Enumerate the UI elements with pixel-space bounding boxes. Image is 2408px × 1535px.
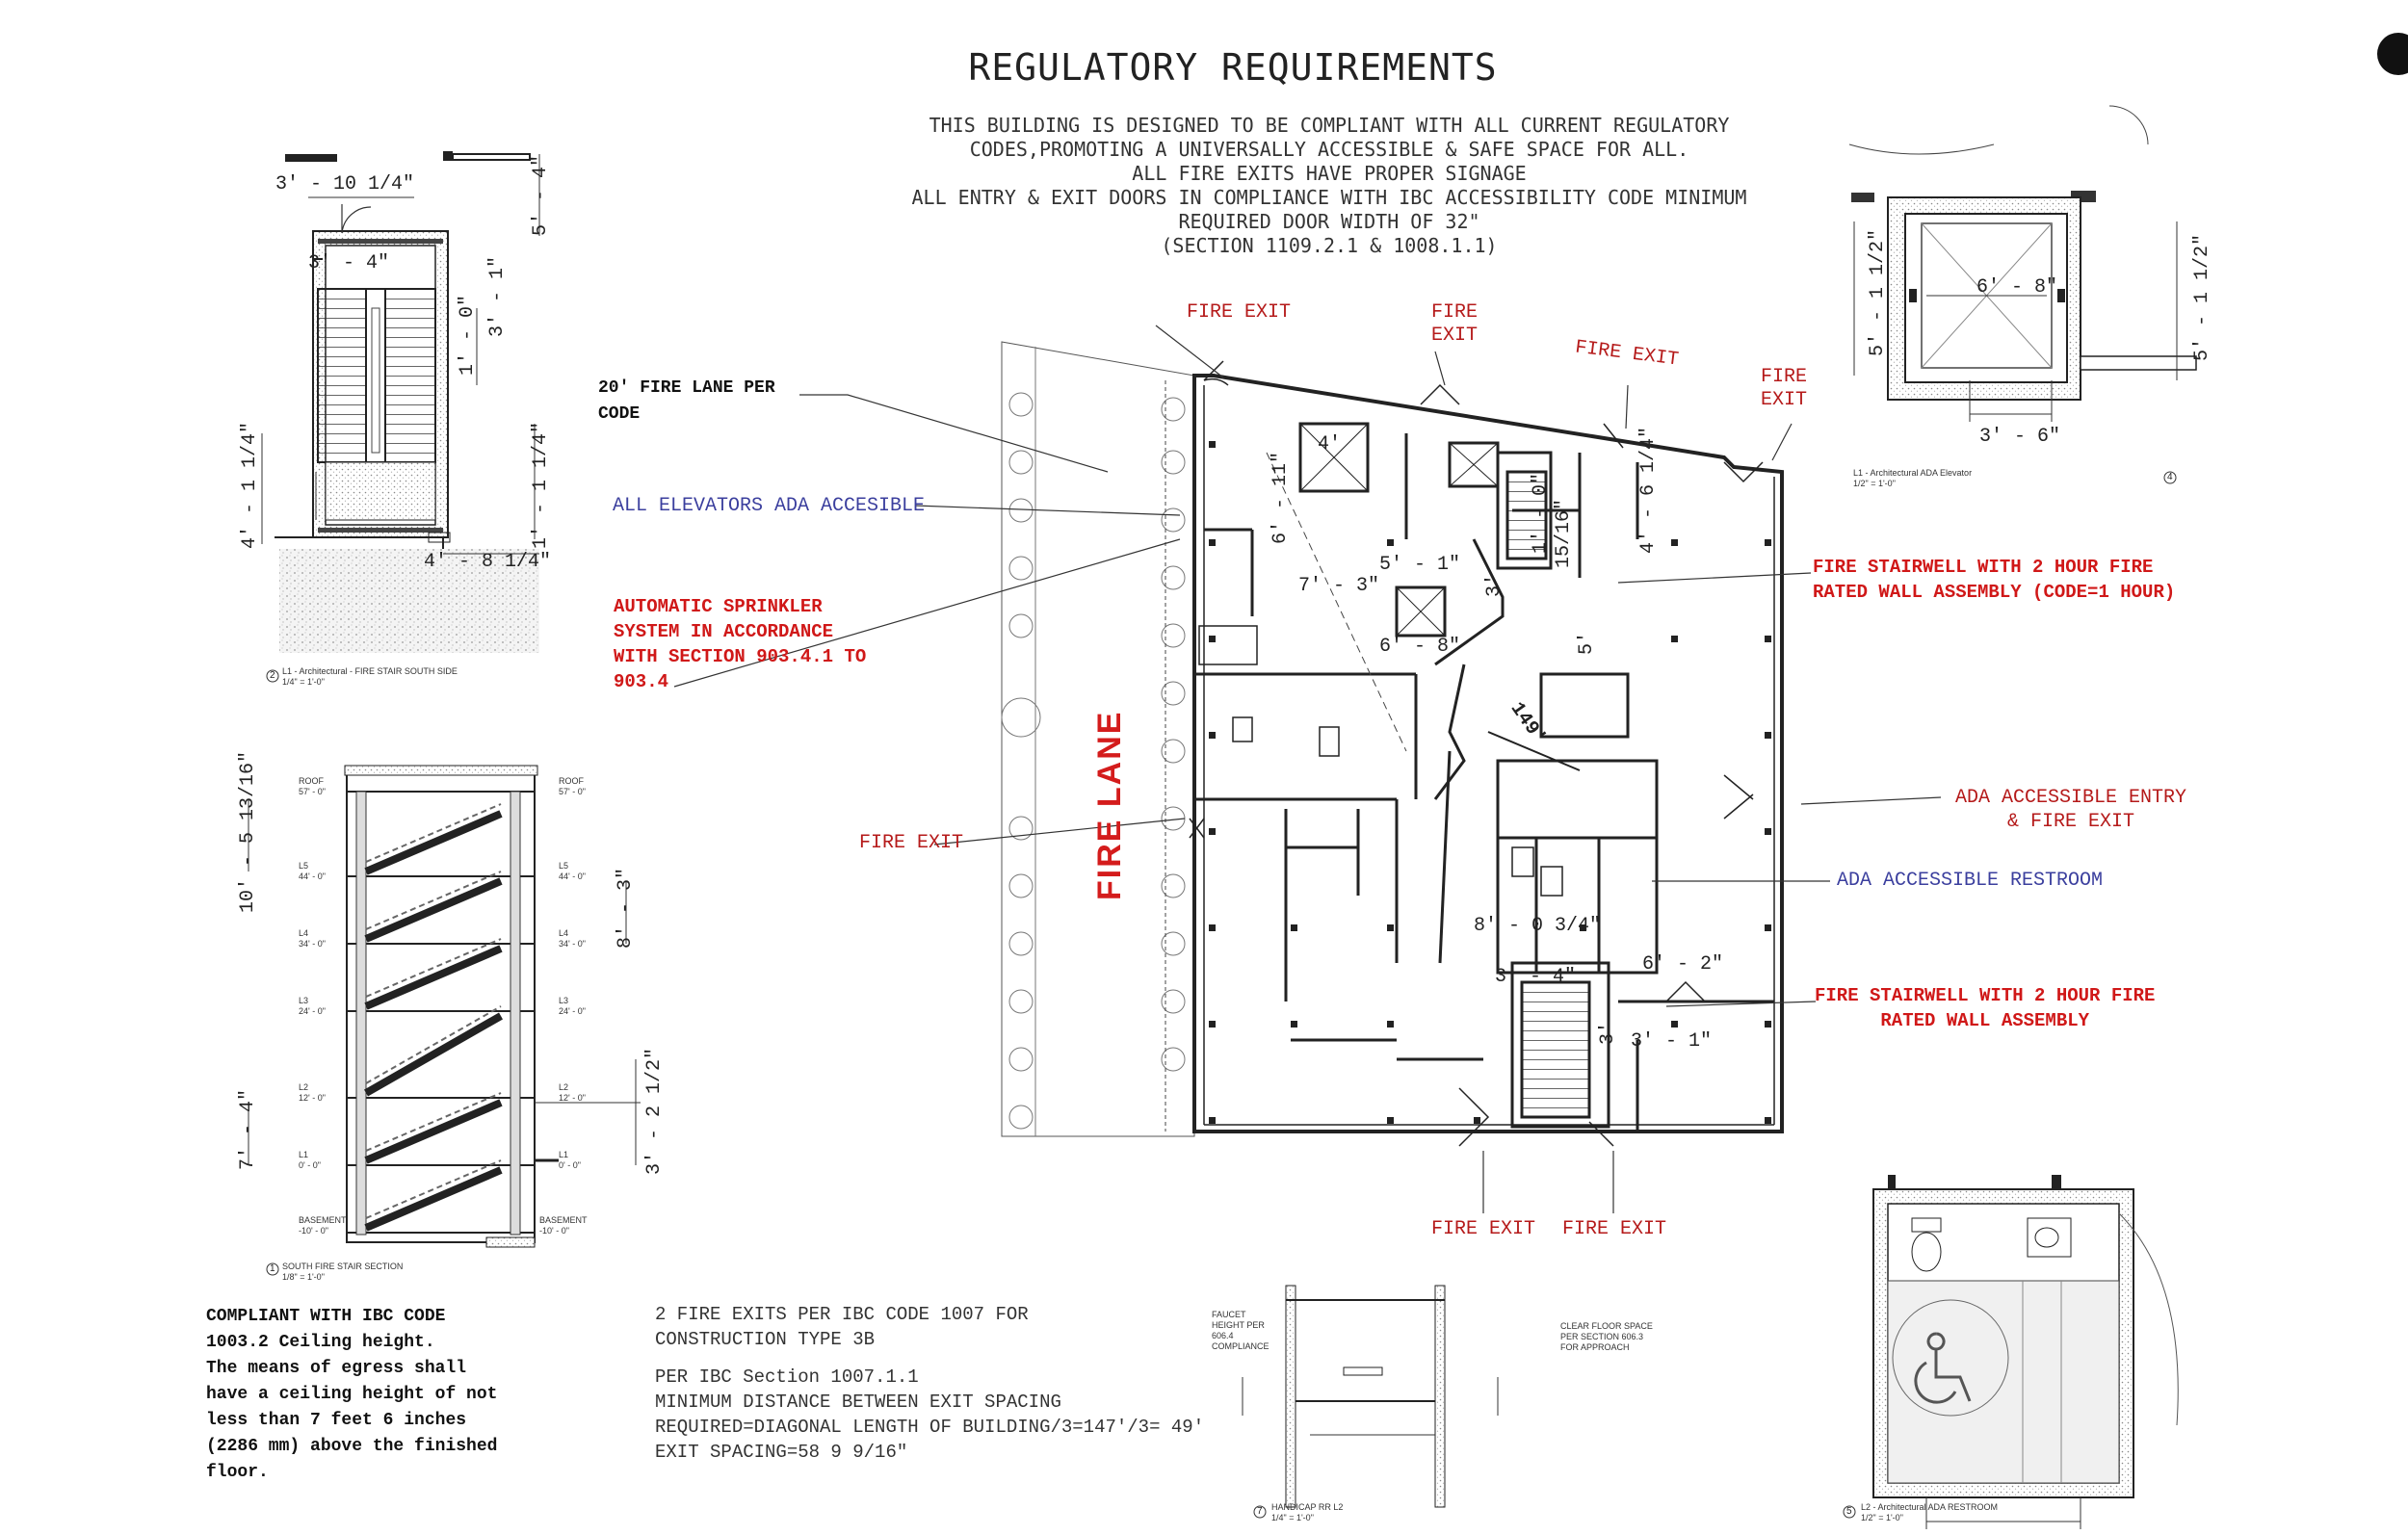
fire-lane-label: FIRE LANE: [1091, 710, 1128, 900]
clear-floor-note: CLEAR FLOOR SPACE PER SECTION 606.3 FOR …: [1560, 1321, 1653, 1352]
fire-exit-bottom-2: FIRE EXIT: [1562, 1218, 1667, 1240]
dim-sec-3-2: 3' - 2 1/2": [643, 1047, 666, 1175]
ada-restroom-note: ADA ACCESSIBLE RESTROOM: [1837, 870, 2104, 892]
caption-number: 4: [2167, 472, 2173, 482]
intro-line: (SECTION 1109.2.1 & 1008.1.1): [1161, 234, 1498, 257]
dim-plan-5-1: 5' - 1": [1379, 554, 1461, 576]
dim-plan-1-0: 1' - 0": [1530, 472, 1552, 554]
dim-stair-1-1: 1' - 1 1/4": [530, 421, 552, 549]
handicap-rr-detail: [1242, 1285, 1499, 1508]
dim-stair-3-1: 3' - 1": [486, 255, 509, 337]
level-left-basement: BASEMENT-10' - 0": [299, 1215, 347, 1236]
dim-plan-5: 5': [1576, 631, 1598, 655]
fire-stair-plan: [261, 151, 540, 653]
caption-ada-elevator: L1 - Architectural ADA Elevator 1/2" = 1…: [1853, 468, 1973, 488]
sprinkler-note: AUTOMATIC SPRINKLER SYSTEM IN ACCORDANCE…: [614, 596, 867, 692]
dim-sec-10-5: 10' - 5 13/16": [237, 750, 259, 913]
fire-exit-top-1: FIRE EXIT: [1187, 301, 1292, 324]
ada-entry-note: ADA ACCESSIBLE ENTRY & FIRE EXIT: [1955, 787, 2187, 833]
fire-exit-bottom-1: FIRE EXIT: [1431, 1218, 1536, 1240]
caption-ada-restroom: L2 - Architectural ADA RESTROOM 1/2" = 1…: [1861, 1502, 1999, 1522]
intro-text: THIS BUILDING IS DESIGNED TO BE COMPLIAN…: [751, 114, 1907, 258]
ceiling-height-note: COMPLIANT WITH IBC CODE 1003.2 Ceiling h…: [206, 1307, 498, 1482]
fire-stairwell-note-2: FIRE STAIRWELL WITH 2 HOUR FIRE RATED WA…: [1815, 985, 2156, 1031]
dim-plan-6-2: 6' - 2": [1642, 953, 1724, 976]
fire-exit-top-2: FIRE EXIT: [1431, 301, 1479, 347]
dim-elev-5-1-right: 5' - 1 1/2": [2191, 233, 2213, 361]
dim-plan-15-16: 15/16": [1553, 498, 1575, 568]
caption-handicap-rr: HANDICAP RR L2 1/4" = 1'-0": [1271, 1502, 1344, 1522]
dim-plan-3: 3': [1483, 573, 1505, 597]
dim-stair-top-width: 3' - 10 1/4": [275, 173, 415, 195]
dim-elev-6-8: 6' - 8": [1976, 276, 2058, 299]
leader-lines: [673, 325, 1942, 1213]
dim-stair-4-1-left: 4' - 1 1/4": [239, 421, 261, 549]
dim-plan-6-8: 6' - 8": [1379, 636, 1461, 658]
dim-plan-8-0: 8' - 0 3/4": [1474, 915, 1602, 937]
main-floor-plan: [1001, 341, 1784, 1147]
caption-circles: [266, 471, 2177, 1519]
caption-number: 5: [1846, 1506, 1852, 1517]
dim-plan-4-6: 4' - 6 1/4": [1637, 426, 1660, 554]
fire-lane-code-note: 20' FIRE LANE PER CODE: [598, 378, 775, 424]
level-right-basement: BASEMENT-10' - 0": [539, 1215, 588, 1236]
dim-plan-3-4: 3' - 4": [1495, 966, 1577, 988]
dim-sec-8-3: 8' - 3": [615, 867, 637, 949]
fire-stairwell-note-1: FIRE STAIRWELL WITH 2 HOUR FIRE RATED WA…: [1813, 557, 2176, 603]
corner-dot: [2377, 33, 2408, 75]
intro-line: REQUIRED DOOR WIDTH OF 32": [1178, 210, 1480, 233]
caption-number: 7: [1257, 1506, 1263, 1517]
caption-stair-section: SOUTH FIRE STAIR SECTION 1/8" = 1'-0": [282, 1262, 404, 1282]
dim-stair-4-8: 4' - 8 1/4": [424, 551, 552, 573]
ada-restroom-plan: [1872, 1175, 2179, 1529]
dim-plan-6-11: 6' - 11": [1269, 451, 1292, 544]
dim-plan-3-1: 3' - 1": [1631, 1030, 1713, 1053]
intro-line: CODES,PROMOTING A UNIVERSALLY ACCESSIBLE…: [969, 138, 1689, 161]
dim-plan-4: 4': [1318, 433, 1342, 455]
faucet-note: FAUCET HEIGHT PER 606.4 COMPLIANCE: [1212, 1310, 1269, 1351]
caption-number: 1: [270, 1263, 275, 1274]
elevators-note: ALL ELEVATORS ADA ACCESIBLE: [613, 495, 926, 517]
dim-elev-3-6: 3' - 6": [1979, 426, 2061, 448]
caption-number: 2: [270, 670, 275, 681]
exit-spacing-note: PER IBC Section 1007.1.1 MINIMUM DISTANC…: [655, 1366, 1205, 1463]
stair-section: [248, 765, 641, 1248]
ada-elevator-plan: [1848, 105, 2197, 422]
fire-exits-note: 2 FIRE EXITS PER IBC CODE 1007 FOR CONST…: [655, 1304, 1029, 1350]
fire-exit-left: FIRE EXIT: [859, 832, 964, 854]
page-title: REGULATORY REQUIREMENTS: [968, 46, 1498, 89]
dim-plan-3b: 3': [1597, 1021, 1619, 1045]
caption-fire-stair-south: L1 - Architectural - FIRE STAIR SOUTH SI…: [282, 666, 458, 687]
dim-plan-7: 7' - 3": [1298, 575, 1380, 597]
dim-stair-5-4: 5' - 4": [530, 154, 552, 236]
fire-exit-top-4: FIRE EXIT: [1761, 366, 1808, 411]
intro-line: ALL ENTRY & EXIT DOORS IN COMPLIANCE WIT…: [911, 186, 1747, 209]
dim-stair-1-0: 1' - 0": [457, 294, 479, 376]
dim-sec-7-4: 7' - 4": [237, 1088, 259, 1170]
dim-stair-inner: 3' - 4": [308, 252, 390, 274]
dim-elev-5-1-left: 5' - 1 1/2": [1867, 228, 1889, 356]
intro-line: ALL FIRE EXITS HAVE PROPER SIGNAGE: [1132, 162, 1527, 185]
intro-line: THIS BUILDING IS DESIGNED TO BE COMPLIAN…: [929, 114, 1730, 137]
